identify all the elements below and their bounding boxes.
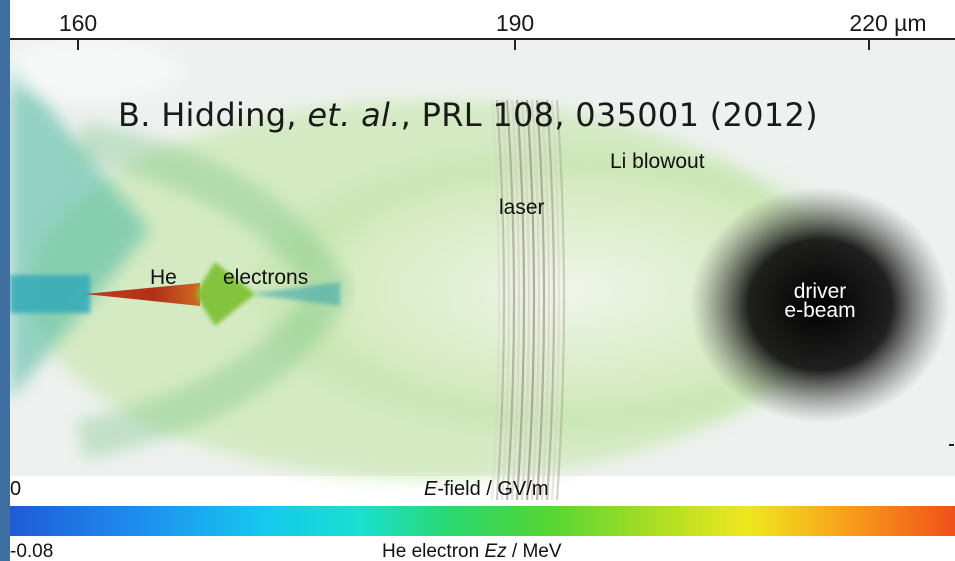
energy-unit: / MeV — [506, 541, 562, 561]
plasma-simulation-image — [10, 40, 955, 501]
e-beam-label: e-beam — [784, 299, 856, 322]
laser-wavefront — [520, 99, 531, 501]
laser-wavefront — [540, 99, 551, 501]
he-electron-bunch — [85, 283, 200, 306]
laser-wavefront — [545, 99, 556, 501]
axis-tick — [868, 38, 870, 50]
laser-label: laser — [499, 196, 545, 219]
citation: B. Hidding, et. al., PRL 108, 035001 (20… — [118, 96, 818, 134]
laser-wavefront — [530, 99, 541, 501]
laser-wavefront — [525, 99, 536, 501]
laser-wavefront — [495, 99, 506, 501]
laser-wavefront — [500, 99, 511, 501]
laser-wavefront — [555, 99, 566, 501]
simulation-figure: 160 190 220 µm B. Hidding, et. al., PRL … — [10, 0, 955, 561]
he-electron-stream — [10, 275, 90, 313]
colorbar-top-min: 0 — [10, 478, 22, 500]
he-electron-cloud-left — [10, 60, 150, 400]
field-unit: -field / GV/m — [437, 478, 549, 500]
axis-tick-label: 220 µm — [849, 10, 927, 36]
laser-wavefront — [510, 99, 521, 501]
laser-wavefront — [535, 99, 546, 501]
colorbar-energy-title: He electron Ez / MeV — [382, 541, 562, 561]
axis-tick — [514, 38, 516, 50]
field-symbol: E — [424, 478, 438, 500]
axis-tick-label: 190 — [495, 10, 535, 36]
axis-mark — [949, 444, 954, 446]
citation-italic: et. al. — [307, 96, 401, 134]
electrons-label: electrons — [223, 266, 309, 289]
colorbar-bottom-min: -0.08 — [10, 541, 54, 561]
driver-e-beam-label: driver e-beam — [770, 280, 870, 322]
citation-prefix: B. Hidding, — [118, 96, 308, 134]
axis-tick-label: 160 — [58, 10, 98, 36]
laser-pulse — [490, 99, 566, 501]
energy-symbol: Ez — [484, 541, 507, 561]
highlight — [10, 40, 180, 100]
li-blowout-label: Li blowout — [610, 150, 705, 173]
axis-tick — [77, 38, 79, 50]
driver-label: driver — [793, 280, 847, 303]
colorbar-field-title: E-field / GV/m — [424, 478, 548, 501]
laser-wavefront — [515, 99, 526, 501]
citation-suffix: , PRL 108, 035001 (2012) — [400, 96, 818, 134]
colorbar — [10, 506, 955, 536]
he-label: He — [150, 266, 177, 289]
he-electron-head — [195, 262, 255, 326]
top-axis-line — [10, 38, 955, 40]
he-electron-tail — [250, 282, 340, 306]
laser-wavefront — [505, 99, 516, 501]
laser-wavefront — [550, 99, 561, 501]
energy-prefix: He electron — [382, 541, 485, 561]
driver-e-beam — [690, 187, 950, 423]
laser-wavefront — [490, 99, 501, 501]
